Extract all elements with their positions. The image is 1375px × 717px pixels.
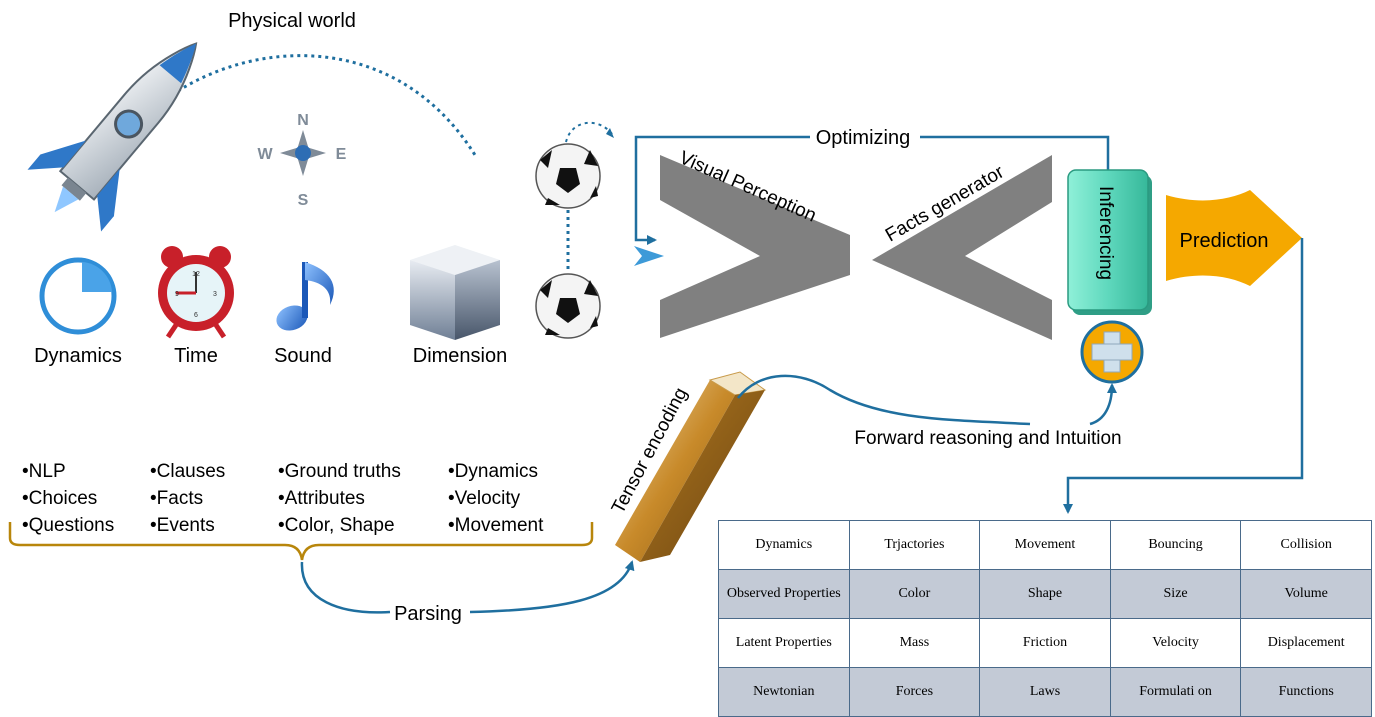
tensor-encoding-bar [615,371,767,562]
soccer-ball-icon-bottom [535,273,601,339]
text-input-item: •Dynamics [448,461,539,482]
table-cell: Friction [979,618,1111,668]
table-cell: Trjactories [848,520,981,570]
music-note-icon [276,262,334,331]
dynamics-icon-label: Dynamics [34,345,122,367]
table-cell: Forces [848,667,981,717]
plus-icon [1080,320,1144,384]
table-row: Dynamics Trjactories Movement Bouncing C… [718,520,1372,570]
compass-e-label: E [336,146,347,163]
text-input-item: •Movement [448,515,544,536]
table-cell: Bouncing [1109,520,1242,570]
physical-world-title: Physical world [228,10,356,32]
time-icon-label: Time [174,345,218,367]
optimizing-feedback-arrow [634,135,1110,240]
table-cell: Formulati on [1109,667,1242,717]
text-input-item: •Color, Shape [278,515,395,536]
compass-icon: N S E W [257,112,346,209]
table-cell: Color [848,569,981,619]
prediction-arrow-shape [1166,190,1302,286]
table-cell: Observed Properties [718,569,850,619]
soccer-ball-icon-top [535,143,601,209]
text-input-item: •Choices [22,488,98,509]
text-input-column-3: •Ground truths •Attributes •Color, Shape [278,458,401,539]
svg-text:3: 3 [213,291,217,298]
table-cell: Volume [1240,569,1372,619]
forward-reasoning-arrow [737,374,1112,426]
compass-n-label: N [297,112,309,129]
sound-icon-label: Sound [274,345,332,367]
table-cell: Functions [1240,667,1372,717]
text-input-column-1: •NLP •Choices •Questions [22,458,114,539]
text-input-item: •Velocity [448,488,521,509]
text-input-item: •Questions [22,515,115,536]
rocket-icon [27,42,198,232]
inferencing-label: Inferencing [1095,186,1116,280]
facts-generator-shape [872,155,1052,340]
text-input-item: •Clauses [150,461,226,482]
table-cell: Shape [979,569,1111,619]
cube-icon [410,245,500,340]
text-input-item: •Attributes [278,488,365,509]
text-input-item: •Ground truths [278,461,401,482]
alarm-clock-icon: 12 3 6 9 [158,246,234,339]
text-input-item: •NLP [22,461,66,482]
visual-perception-shape [660,155,850,338]
table-cell: Collision [1240,520,1372,570]
table-row: Observed Properties Color Shape Size Vol… [718,569,1372,619]
table-cell: Velocity [1109,618,1242,668]
ball-bounce-arrowhead [606,128,614,138]
text-input-bracket [8,522,594,561]
text-input-column-4: •Dynamics •Velocity •Movement [448,458,543,539]
parsing-arrow [300,562,632,614]
table-cell: Newtonian [718,667,850,717]
compass-w-label: W [257,146,273,163]
rocket-trajectory-line [148,54,477,156]
text-input-column-2: •Clauses •Facts •Events [150,458,225,539]
ball-bounce-dotted-arrow [565,121,613,143]
table-row: Newtonian Forces Laws Formulati on Funct… [718,667,1372,717]
table-cell: Latent Properties [718,618,850,668]
inferencing-block [1067,169,1152,315]
prediction-to-table-arrow [1063,238,1304,514]
prediction-label: Prediction [1180,230,1269,252]
svg-text:12: 12 [192,271,200,278]
table-cell: Displacement [1240,618,1372,668]
table-row: Latent Properties Mass Friction Velocity… [718,618,1372,668]
parsing-label: Parsing [394,603,462,625]
table-cell: Dynamics [718,520,850,570]
table-cell: Size [1109,569,1242,619]
svg-text:6: 6 [194,312,198,319]
properties-table: Dynamics Trjactories Movement Bouncing C… [718,520,1372,717]
pie-chart-icon [39,257,117,335]
forward-reasoning-label: Forward reasoning and Intuition [854,428,1121,449]
compass-s-label: S [298,192,309,209]
optimizing-label: Optimizing [816,127,910,149]
table-cell: Movement [979,520,1111,570]
text-input-item: •Events [150,515,215,536]
svg-text:9: 9 [175,291,179,298]
dimension-icon-label: Dimension [413,345,507,367]
text-input-item: •Facts [150,488,204,509]
table-cell: Laws [979,667,1111,717]
table-cell: Mass [848,618,981,668]
input-chevron-icon [634,246,664,266]
